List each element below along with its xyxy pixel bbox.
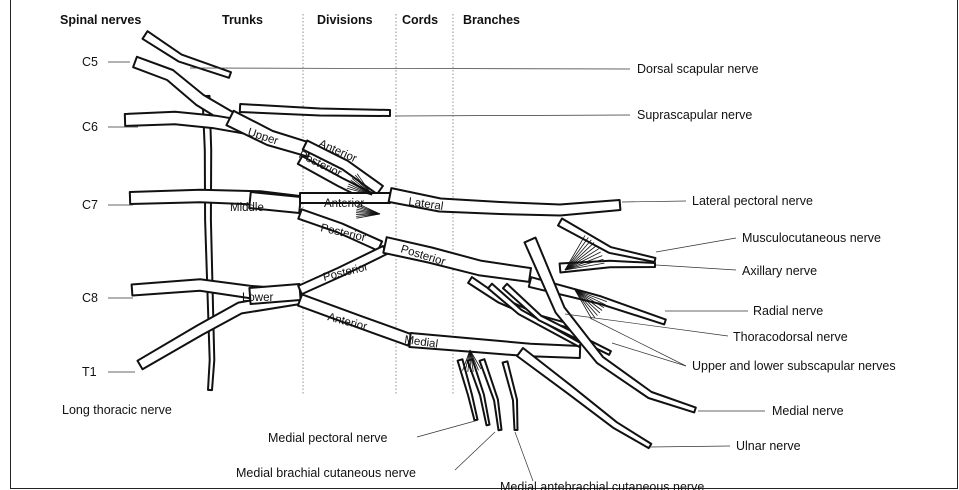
label-medial-pectoral-nerve: Medial pectoral nerve — [268, 431, 388, 445]
division-middle-anterior-label: Anterior — [324, 198, 364, 210]
root-c7: C7 — [82, 198, 98, 212]
suprascapular-band — [240, 104, 390, 116]
label-musculocutaneous-nerve: Musculocutaneous nerve — [742, 231, 881, 245]
trunk-middle-label: Middle — [230, 202, 264, 214]
root-labels: C5 C6 C7 C8 T1 — [82, 55, 98, 379]
root-t1: T1 — [82, 365, 97, 379]
label-medial-nerve: Medial nerve — [772, 404, 844, 418]
root-c8: C8 — [82, 291, 98, 305]
medial-antebrachial-band — [503, 361, 518, 430]
label-medial-antebrachial-cutaneous-nerve: Medial antebrachial cutaneous nerve — [500, 480, 704, 490]
label-lateral-pectoral-nerve: Lateral pectoral nerve — [692, 194, 813, 208]
header-trunks: Trunks — [222, 13, 263, 27]
header-cords: Cords — [402, 13, 438, 27]
label-medial-brachial-cutaneous-nerve: Medial brachial cutaneous nerve — [236, 466, 416, 480]
label-long-thoracic-nerve: Long thoracic nerve — [62, 403, 172, 417]
label-thoracodorsal-nerve: Thoracodorsal nerve — [733, 330, 848, 344]
trunk-lower-label: Lower — [242, 292, 273, 304]
musculocutaneous-band — [558, 219, 655, 263]
root-c5: C5 — [82, 55, 98, 69]
header-divisions: Divisions — [317, 13, 373, 27]
label-subscapular-nerves: Upper and lower subscapular nerves — [692, 359, 896, 373]
label-radial-nerve: Radial nerve — [753, 304, 823, 318]
nerve-bands — [125, 31, 696, 448]
long-thoracic-nerve-band — [203, 96, 215, 390]
root-t1-band — [138, 292, 302, 369]
label-suprascapular-nerve: Suprascapular nerve — [637, 108, 752, 122]
column-headers: Spinal nerves Trunks Divisions Cords Bra… — [60, 13, 520, 27]
label-ulnar-nerve: Ulnar nerve — [736, 439, 801, 453]
root-c6: C6 — [82, 120, 98, 134]
label-axillary-nerve: Axillary nerve — [742, 264, 817, 278]
ulnar-nerve-band — [517, 348, 651, 448]
header-branches: Branches — [463, 13, 520, 27]
header-spinal-nerves: Spinal nerves — [60, 13, 141, 27]
label-dorsal-scapular-nerve: Dorsal scapular nerve — [637, 62, 759, 76]
